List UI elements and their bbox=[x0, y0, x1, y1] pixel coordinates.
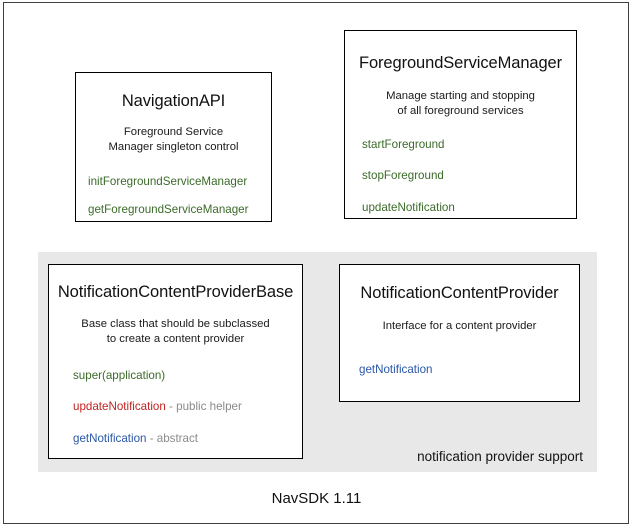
class-title-navigation-api: NavigationAPI bbox=[121, 92, 226, 110]
class-description-notification-content-provider: Interface for a content provider bbox=[340, 319, 579, 334]
class-description-line: of all foreground services bbox=[397, 104, 524, 117]
member-list-navigation-api: initForegroundServiceManager getForegrou… bbox=[76, 174, 271, 216]
class-description-line: Interface for a content provider bbox=[382, 319, 537, 332]
member-name: getNotification bbox=[359, 362, 433, 376]
class-description-line: to create a content provider bbox=[106, 332, 245, 345]
member-note: - abstract bbox=[146, 431, 199, 445]
member-list-notification-content-provider: getNotification bbox=[340, 364, 579, 376]
member-row[interactable]: initForegroundServiceManager bbox=[88, 174, 271, 188]
member-row[interactable]: getForegroundServiceManager bbox=[88, 204, 271, 216]
group-panel-label: notification provider support bbox=[417, 449, 583, 464]
diagram-caption: NavSDK 1.11 bbox=[271, 490, 362, 507]
member-row[interactable]: updateNotification bbox=[362, 202, 576, 214]
member-name: initForegroundServiceManager bbox=[88, 174, 248, 188]
member-row[interactable]: super(application) bbox=[73, 368, 302, 382]
member-list-notification-content-provider-base: super(application) updateNotification - … bbox=[49, 368, 302, 445]
member-note: - public helper bbox=[165, 400, 242, 414]
member-name: getForegroundServiceManager bbox=[88, 203, 249, 217]
member-row[interactable]: stopForeground bbox=[362, 170, 576, 182]
class-box-navigation-api[interactable]: NavigationAPI Foreground Service Manager… bbox=[75, 72, 272, 222]
class-title-notification-content-provider-base: NotificationContentProviderBase bbox=[57, 283, 294, 301]
class-description-foreground-service-manager: Manage starting and stopping of all fore… bbox=[345, 89, 576, 119]
class-description-navigation-api: Foreground Service Manager singleton con… bbox=[76, 125, 271, 155]
member-row[interactable]: getNotification - abstract bbox=[73, 433, 302, 445]
class-description-notification-content-provider-base: Base class that should be subclassed to … bbox=[49, 317, 302, 347]
member-name: startForeground bbox=[362, 137, 445, 151]
member-name: getNotification bbox=[73, 431, 147, 445]
member-name: super(application) bbox=[73, 368, 166, 382]
member-row[interactable]: updateNotification - public helper bbox=[73, 401, 302, 413]
class-box-notification-content-provider[interactable]: NotificationContentProvider Interface fo… bbox=[339, 264, 580, 402]
class-title-foreground-service-manager: ForegroundServiceManager bbox=[358, 54, 563, 72]
class-box-foreground-service-manager[interactable]: ForegroundServiceManager Manage starting… bbox=[344, 30, 577, 219]
member-row[interactable]: getNotification bbox=[359, 364, 579, 376]
member-name: stopForeground bbox=[362, 169, 444, 183]
member-name: updateNotification bbox=[362, 200, 455, 214]
class-box-notification-content-provider-base[interactable]: NotificationContentProviderBase Base cla… bbox=[48, 264, 303, 459]
class-description-line: Manage starting and stopping bbox=[386, 89, 535, 102]
class-description-line: Base class that should be subclassed bbox=[81, 317, 270, 330]
class-description-line: Manager singleton control bbox=[108, 140, 239, 153]
member-name: updateNotification bbox=[73, 400, 166, 414]
class-title-notification-content-provider: NotificationContentProvider bbox=[360, 284, 559, 302]
member-row[interactable]: startForeground bbox=[362, 137, 576, 151]
class-description-line: Foreground Service bbox=[123, 125, 224, 138]
member-list-foreground-service-manager: startForeground stopForeground updateNot… bbox=[345, 137, 576, 214]
